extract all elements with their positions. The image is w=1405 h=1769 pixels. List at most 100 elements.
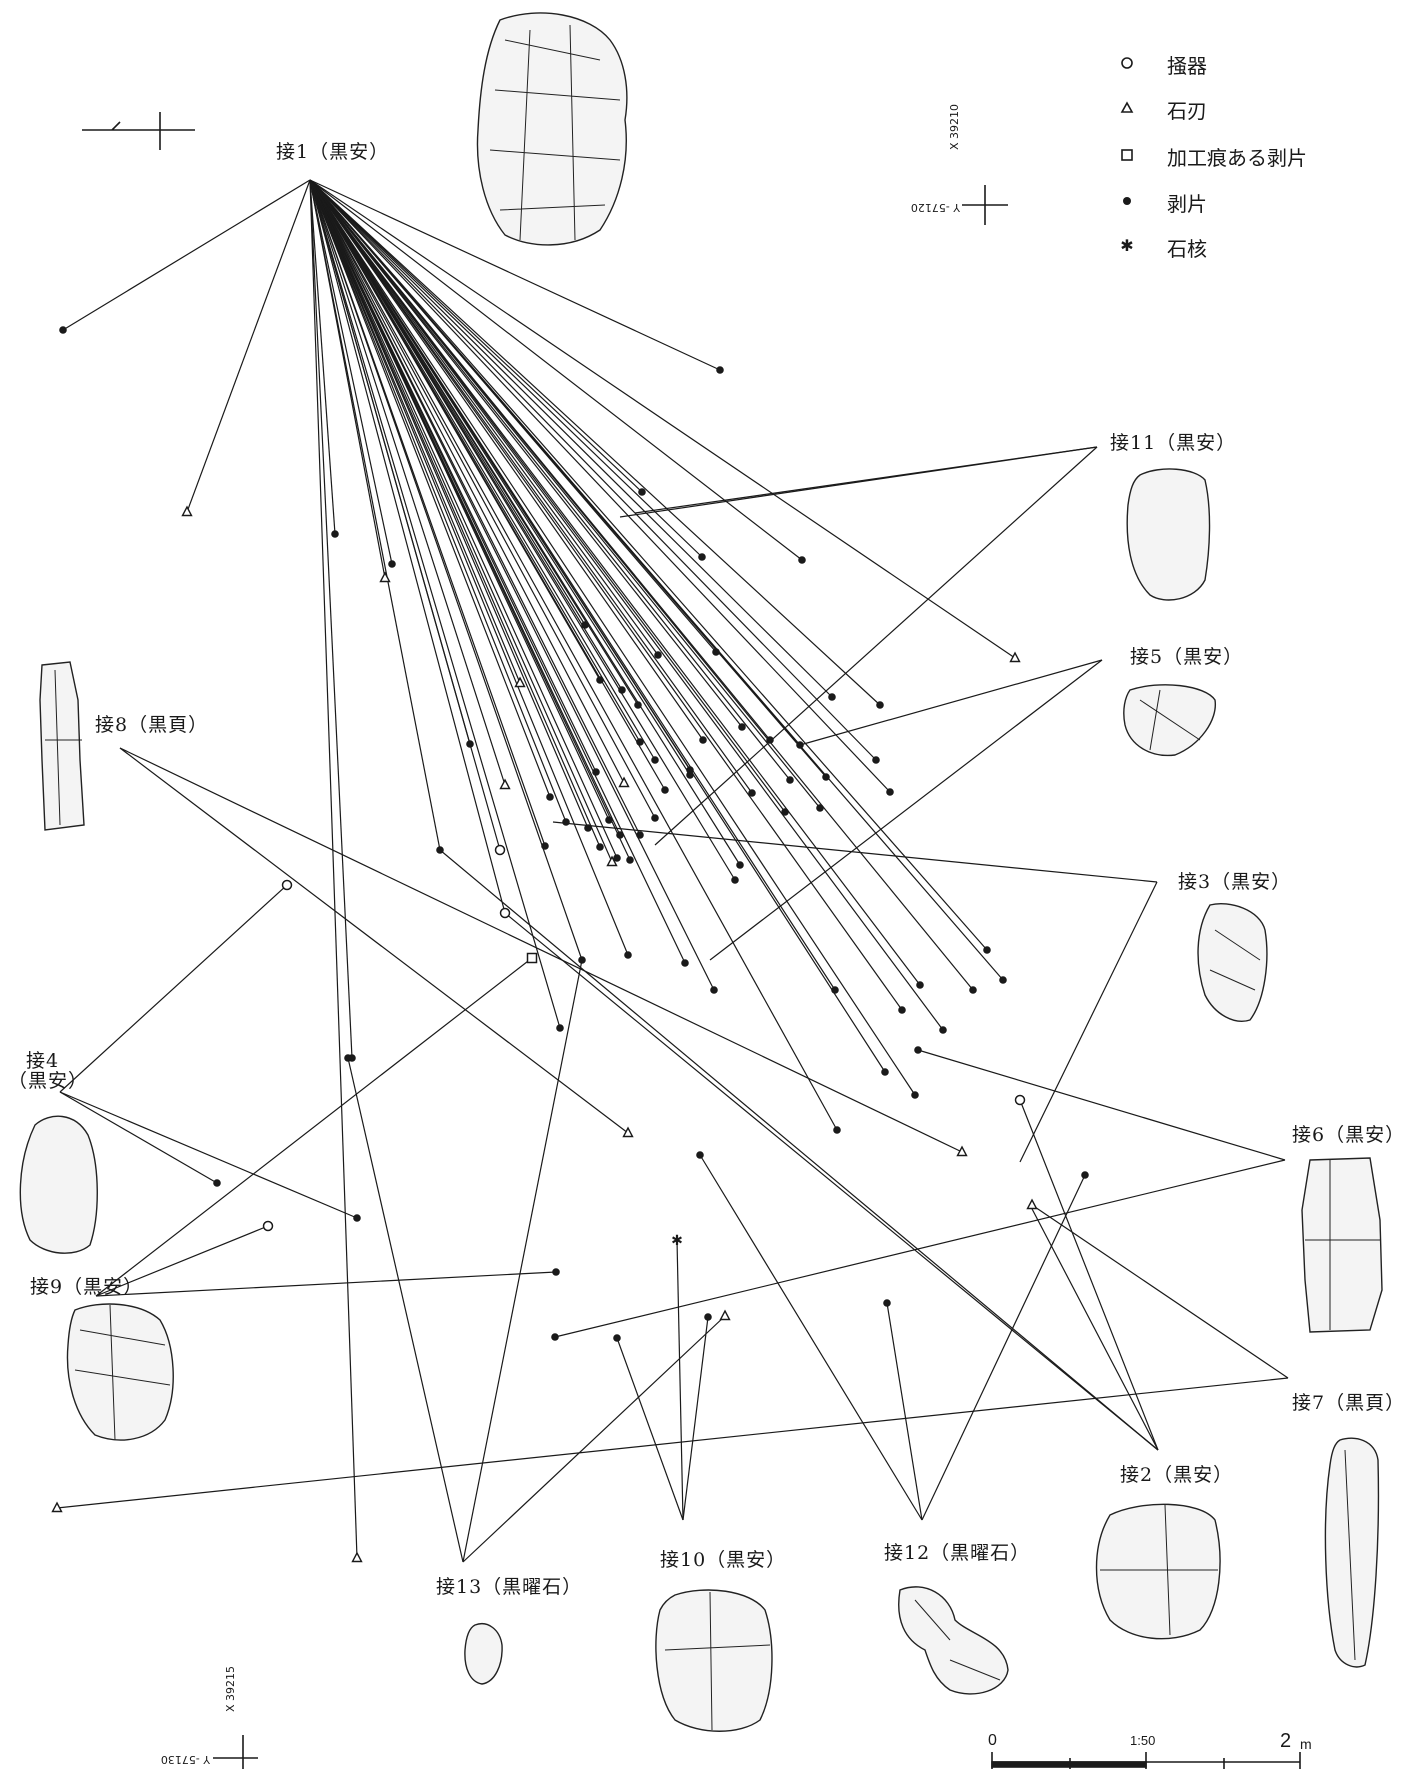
- refit-line-r1: [309, 179, 506, 786]
- flake-point: [916, 981, 924, 989]
- artifact-points: ✱: [51, 326, 1089, 1563]
- flake-point: [546, 793, 554, 801]
- refit-line-r7: [56, 1377, 1289, 1509]
- refit-label-r3: 接3（黒安）: [1178, 871, 1292, 893]
- flake-point: [651, 814, 659, 822]
- refit-line-r13: [347, 1057, 464, 1563]
- blade-point: [379, 571, 391, 583]
- refit-line-r9: [95, 1271, 557, 1297]
- refit-line-r1: [309, 179, 974, 991]
- refit-line-r1: [309, 179, 944, 1031]
- flake-point: [613, 854, 621, 862]
- refit-line-r1: [309, 179, 393, 565]
- blade-point: [351, 1551, 363, 1563]
- refit-label-r4b: （黒安）: [8, 1070, 89, 1092]
- refit-line-r1: [309, 179, 618, 859]
- refit-label-r7: 接7（黒頁）: [1292, 1392, 1405, 1414]
- flake-point: [636, 738, 644, 746]
- artifact-drawing-r1: [476, 12, 628, 246]
- refit-line-r2: [1029, 1204, 1159, 1451]
- refit-line-r9: [95, 957, 533, 1297]
- flake-point: [881, 1068, 889, 1076]
- scale-zero: 0: [988, 1732, 997, 1749]
- flake-point: [551, 1333, 559, 1341]
- refit-line-r6: [554, 1159, 1286, 1338]
- refit-line-r13: [462, 959, 583, 1563]
- refit-line-r1: [309, 179, 988, 951]
- flake-point: [654, 651, 662, 659]
- refit-line-r8: [119, 747, 963, 1153]
- refit-line-r9: [95, 1225, 269, 1297]
- refit-line-r1: [309, 179, 561, 1029]
- flake-point: [983, 946, 991, 954]
- flake-point: [786, 776, 794, 784]
- retouched-flake-point: [526, 952, 538, 964]
- refit-line-r12: [886, 1302, 923, 1521]
- flake-point: [822, 773, 830, 781]
- refit-line-r1: [309, 179, 441, 851]
- flake-point: [331, 530, 339, 538]
- refit-line-r1: [309, 179, 625, 784]
- refit-line-r1: [309, 179, 597, 773]
- flake-point: [738, 723, 746, 731]
- blade-point: [719, 1309, 731, 1321]
- refit-line-r1: [309, 179, 803, 561]
- flake-point: [661, 786, 669, 794]
- artifact-drawing-r8: [39, 661, 85, 831]
- refit-line-r4: [59, 884, 288, 1093]
- flake-point: [796, 741, 804, 749]
- refit-line-r1: [309, 179, 656, 819]
- refit-line-r1: [309, 179, 838, 1131]
- legend-label: 掻器: [1167, 54, 1207, 78]
- flake-point: [1081, 1171, 1089, 1179]
- flake-point: [704, 1313, 712, 1321]
- flake-point: [798, 556, 806, 564]
- flake-point: [578, 956, 586, 964]
- scraper-point: [281, 879, 293, 891]
- refit-line-r1: [309, 179, 586, 626]
- flake-point: [731, 876, 739, 884]
- refit-line-r1: [309, 179, 613, 863]
- scraper-point: [494, 844, 506, 856]
- flake-point: [833, 1126, 841, 1134]
- flake-point: [872, 756, 880, 764]
- refit-line-r1: [309, 179, 567, 823]
- scraper-point: [1014, 1094, 1026, 1106]
- artifact-drawing-r12: [898, 1586, 1009, 1695]
- flake-point: [736, 861, 744, 869]
- refit-line-r1: [309, 179, 881, 706]
- refit-line-r1: [309, 179, 753, 794]
- refit-line-r1: [309, 179, 877, 761]
- legend-label: 石刃: [1167, 99, 1207, 123]
- flake-point: [651, 756, 659, 764]
- refit-line-r1: [309, 179, 336, 535]
- refit-line-r5: [709, 659, 1103, 961]
- artifact-drawing-r7: [1324, 1437, 1380, 1668]
- refit-line-r1: [309, 179, 791, 781]
- flake-point: [344, 1054, 352, 1062]
- refit-label-r8: 接8（黒頁）: [95, 714, 209, 736]
- refit-line-r1: [309, 179, 506, 914]
- flake-point: [712, 648, 720, 656]
- flake-point: [828, 693, 836, 701]
- flake-point: [552, 1268, 560, 1276]
- flake-point: [353, 1214, 361, 1222]
- scraper-point: [499, 907, 511, 919]
- refit-line-r10: [676, 1239, 684, 1521]
- refit-label-r6: 接6（黒安）: [1292, 1124, 1405, 1146]
- artifact-drawing-r2: [1095, 1503, 1221, 1640]
- flake-point: [388, 560, 396, 568]
- refit-line-r4: [59, 1091, 358, 1219]
- flake-point: [613, 1334, 621, 1342]
- core-point: ✱: [671, 1233, 683, 1249]
- flake-point: [939, 1026, 947, 1034]
- refit-line-r1: [309, 179, 629, 956]
- flake-point: [618, 686, 626, 694]
- flake-point: [698, 553, 706, 561]
- scraper-point: [262, 1220, 274, 1232]
- flake-point: [466, 740, 474, 748]
- flake-point: [781, 808, 789, 816]
- refit-line-r1: [309, 179, 601, 681]
- flake-point: [710, 986, 718, 994]
- refit-line-r1: [309, 179, 551, 798]
